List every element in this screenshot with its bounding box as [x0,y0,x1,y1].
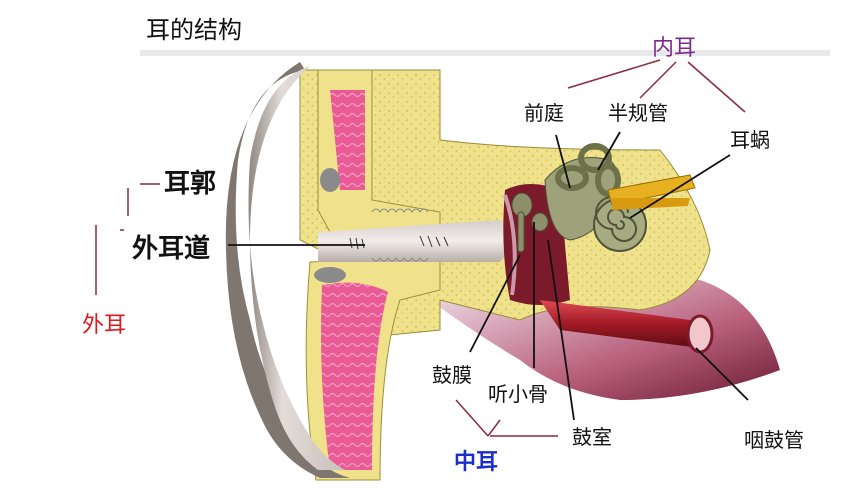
canal-cilia-bottom [371,257,429,262]
canal-hairs [349,235,449,250]
label-middle-ear: 中耳 [454,450,499,475]
ear-canal [318,220,510,262]
label-ear-canal: 外耳道 [132,234,211,264]
label-tympanic-cavity: 鼓室 [572,425,612,449]
auditory-nerve [607,174,696,206]
eardrum [503,194,517,296]
canal-cilia-top [371,208,429,213]
label-vestibule: 前庭 [524,101,564,125]
semicircular-canals [555,143,621,197]
middle-ear-bracket [455,399,558,437]
upper-tissue [330,90,365,190]
label-cochlea: 耳蜗 [730,128,770,152]
lower-gland [314,267,346,283]
label-ossicles: 听小骨 [488,382,548,406]
eustachian-tube [540,300,700,348]
label-eustachian-tube: 咽鼓管 [744,428,804,452]
auricle [248,66,345,470]
cochlea-spiral [595,196,637,242]
label-auricle: 耳郭 [164,169,217,199]
label-outer-ear: 外耳 [82,313,127,338]
label-semicircular-canals: 半规管 [608,101,668,125]
tube-opening [686,314,714,354]
outer-ear-bracket [95,183,160,295]
lower-tissue [321,282,388,470]
page-title: 耳的结构 [146,16,242,44]
label-eardrum: 鼓膜 [432,363,472,387]
auricle-shadow [225,62,350,478]
label-inner-ear: 内耳 [652,36,697,61]
ossicles [511,192,549,253]
upper-gland [320,168,340,192]
inner-ear-bracket [567,59,746,113]
leader-lines [228,131,749,421]
title-underline [140,50,830,56]
